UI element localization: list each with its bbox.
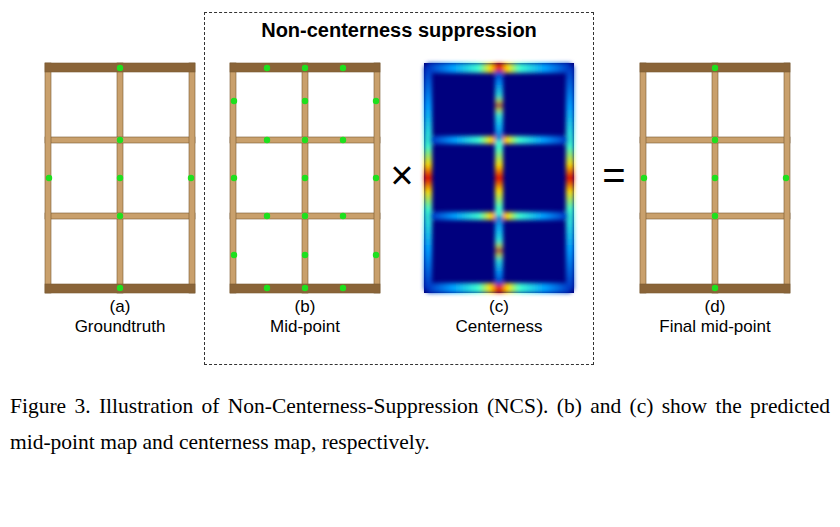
mid-point-dot bbox=[231, 98, 237, 104]
mid-point-dot bbox=[117, 137, 123, 143]
mid-point-dot bbox=[117, 285, 123, 291]
mid-point-dot bbox=[46, 175, 52, 181]
window-bar bbox=[230, 213, 380, 219]
window-bar bbox=[45, 213, 195, 219]
mid-point-dot bbox=[302, 213, 308, 219]
mid-point-dot bbox=[373, 98, 379, 104]
window-top bbox=[45, 63, 195, 72]
mid-point-dot bbox=[712, 285, 718, 291]
mid-point-dot bbox=[712, 137, 718, 143]
panel-name: Centerness bbox=[456, 318, 543, 335]
mid-point-dot bbox=[373, 175, 379, 181]
centerness-map bbox=[424, 63, 574, 293]
mid-point-dot bbox=[302, 252, 308, 258]
window-bar bbox=[712, 63, 718, 293]
mid-point-dot bbox=[340, 285, 346, 291]
mid-point-dot bbox=[783, 175, 789, 181]
mid-point-dot bbox=[302, 65, 308, 71]
final-mid-point-window bbox=[640, 63, 790, 293]
window-top bbox=[230, 63, 380, 72]
heat-line bbox=[566, 66, 574, 290]
mid-point-dot bbox=[117, 213, 123, 219]
equals-sign: = bbox=[602, 155, 625, 195]
mid-point-dot bbox=[302, 285, 308, 291]
mid-point-dot bbox=[302, 175, 308, 181]
mid-point-dot bbox=[712, 213, 718, 219]
panel-letter: (d) bbox=[705, 298, 726, 315]
window-bar bbox=[230, 137, 380, 143]
mid-point-dot bbox=[117, 175, 123, 181]
mid-point-dot bbox=[264, 285, 270, 291]
panel-name: Groundtruth bbox=[75, 318, 166, 335]
mid-point-dot bbox=[231, 252, 237, 258]
window-bar bbox=[117, 63, 123, 293]
mid-point-dot bbox=[340, 65, 346, 71]
heatmap-ground bbox=[424, 63, 574, 293]
mid-point-dot bbox=[712, 65, 718, 71]
heat-line bbox=[495, 71, 503, 140]
window-bar bbox=[640, 137, 790, 143]
heat-line bbox=[495, 71, 503, 285]
mid-point-dot bbox=[302, 98, 308, 104]
heat-line bbox=[424, 66, 432, 290]
window-top bbox=[640, 63, 790, 72]
panel-letter: (b) bbox=[295, 298, 316, 315]
group-title: Non-centerness suppression bbox=[205, 19, 593, 42]
window-bottom bbox=[640, 284, 790, 293]
panel-name: Mid-point bbox=[270, 318, 340, 335]
mid-point-dot bbox=[264, 213, 270, 219]
mid-point-dot bbox=[117, 65, 123, 71]
panel-letter: (a) bbox=[110, 298, 131, 315]
mid-point-dot bbox=[264, 137, 270, 143]
mid-point-dot bbox=[302, 137, 308, 143]
mid-point-dot bbox=[712, 175, 718, 181]
mid-point-dot bbox=[264, 65, 270, 71]
mid-point-dot bbox=[188, 175, 194, 181]
mid-point-dot bbox=[340, 213, 346, 219]
window-bar bbox=[302, 63, 308, 293]
mid-point-dot bbox=[340, 137, 346, 143]
window-bottom bbox=[45, 284, 195, 293]
window-bar bbox=[45, 137, 195, 143]
mid-point-dot bbox=[373, 252, 379, 258]
mid-point-dot bbox=[641, 175, 647, 181]
window-bottom bbox=[230, 284, 380, 293]
groundtruth-window bbox=[45, 63, 195, 293]
mid-point-window bbox=[230, 63, 380, 293]
figure-caption: Figure 3. Illustration of Non-Centerness… bbox=[10, 388, 830, 460]
panel-name: Final mid-point bbox=[659, 318, 771, 335]
panel-letter: (c) bbox=[489, 298, 509, 315]
heatmap-glow bbox=[424, 63, 574, 293]
multiply-sign: × bbox=[390, 155, 413, 195]
heat-line bbox=[495, 216, 503, 285]
window-bar bbox=[640, 213, 790, 219]
mid-point-dot bbox=[231, 175, 237, 181]
